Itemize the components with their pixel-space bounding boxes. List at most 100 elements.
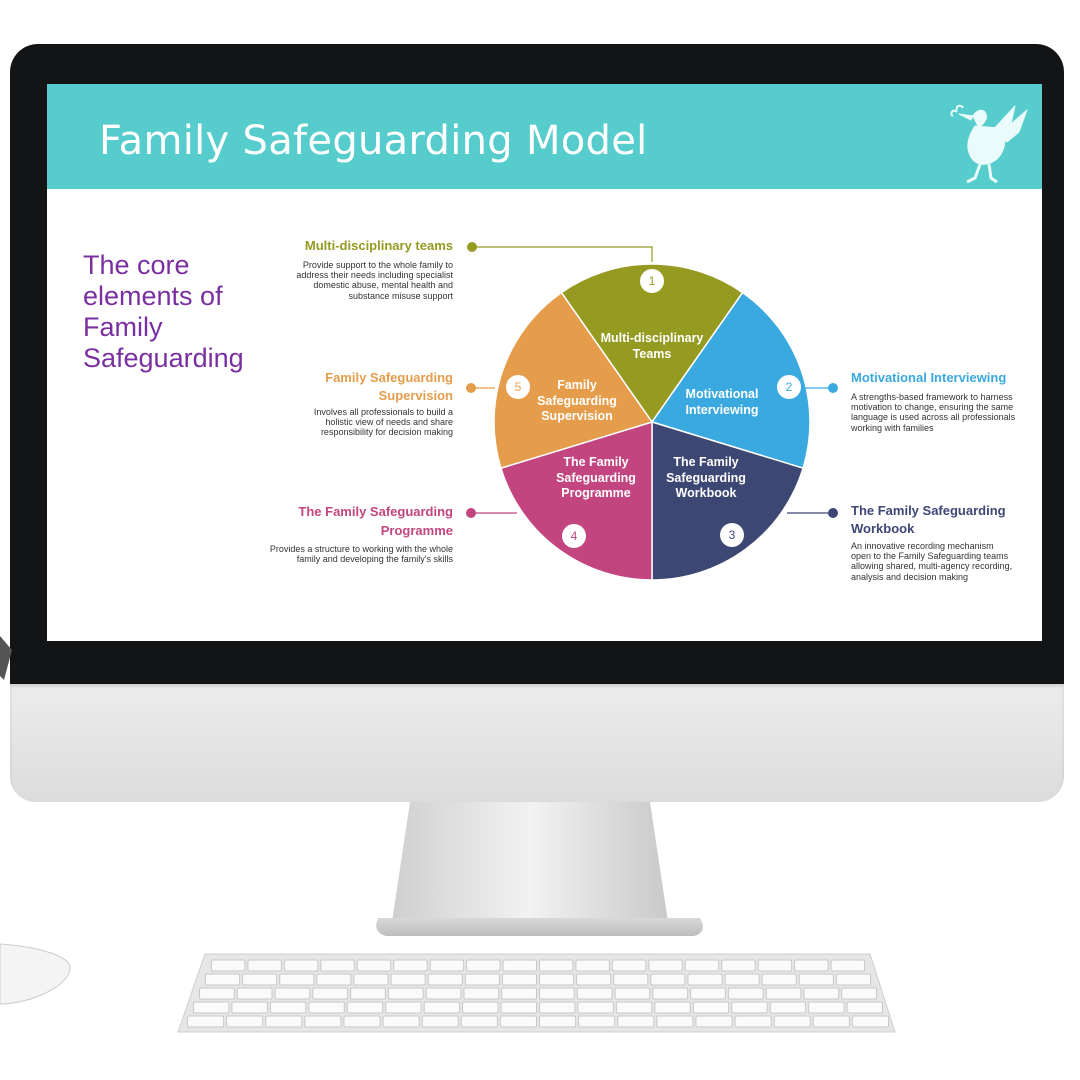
keyboard-key (353, 973, 389, 986)
keyboard-key (385, 1001, 422, 1014)
keyboard-key (193, 1001, 230, 1014)
slice-label-interviewing: Motivational Interviewing (685, 387, 759, 417)
keyboard-key (727, 987, 764, 1000)
keyboard-key (576, 973, 612, 986)
model-diagram (466, 242, 838, 581)
number-badge-5: 5 (506, 375, 530, 399)
keyboard-key (765, 987, 802, 1000)
keyboard-key (684, 959, 720, 972)
keyboard-key (320, 959, 355, 972)
slice-supervision (493, 291, 654, 470)
keyboard-key (187, 1015, 225, 1028)
keyboard-key (692, 1001, 730, 1014)
slice-label-programme: The Family Safeguarding Programme (556, 455, 636, 500)
keyboard-key (308, 1001, 345, 1014)
number-badge-2: 2 (777, 375, 801, 399)
keyboard-key (247, 959, 282, 972)
liver-bird-icon (950, 104, 1028, 184)
keyboard-key (761, 973, 797, 986)
slice-interviewing (650, 291, 811, 470)
connector-dot (828, 508, 838, 518)
connector-dot (828, 383, 838, 393)
keyboard-key (769, 1001, 807, 1014)
heading-motivational-interviewing: Motivational Interviewing (851, 370, 1007, 385)
slice-programme (499, 420, 653, 581)
heading-programme: The Family Safeguarding Programme (298, 504, 453, 538)
subtitle-line: Safeguarding (83, 343, 244, 373)
keyboard-key (613, 973, 649, 986)
keyboard-key (236, 987, 273, 1000)
subtitle-line: The core (83, 250, 190, 280)
keyboard-key (501, 987, 538, 1000)
keyboard-key (265, 1015, 303, 1028)
keyboard-key (794, 959, 829, 972)
keyboard-key (773, 1015, 811, 1028)
slice-label-teams: Multi-disciplinary Teams (600, 331, 704, 361)
keyboard-key (279, 973, 315, 986)
keyboard-key (808, 1001, 845, 1014)
keyboard-key (390, 973, 426, 986)
keyboard-key (462, 1001, 499, 1014)
keyboard-key (211, 959, 246, 972)
keyboard-key (650, 973, 686, 986)
keyboard-key (654, 1001, 691, 1014)
keyboard-key (803, 987, 840, 1000)
keyboard-key (343, 1015, 381, 1028)
number-badge-1: 1 (640, 269, 664, 293)
keyboard-key (615, 1001, 653, 1014)
keyboard-key (425, 987, 462, 1000)
desc-programme: Provides a structure to working with the… (269, 544, 453, 565)
keyboard-key (464, 973, 500, 986)
title-banner: Family Safeguarding Model (47, 84, 1042, 189)
keyboard-key (539, 1015, 577, 1028)
keyboard-key (846, 1001, 883, 1014)
keyboard-key (316, 973, 352, 986)
number-badge-4: 4 (562, 524, 586, 548)
slice-label-workbook: The Family Safeguarding Workbook (666, 455, 746, 500)
heading-multidisciplinary-teams: Multi-disciplinary teams (304, 238, 453, 253)
slice-label-supervision: Family Safeguarding Supervision (537, 378, 617, 423)
keyboard-key (460, 1015, 498, 1028)
connector-dot (467, 242, 477, 252)
keyboard-key (731, 1001, 768, 1014)
keyboard-key (539, 1001, 576, 1014)
heading-supervision: Family Safeguarding Supervision (325, 370, 453, 403)
keyboard-key (346, 1001, 384, 1014)
subtitle-line: Family (83, 312, 163, 342)
keyboard-key (463, 987, 500, 1000)
keyboard-key (231, 1001, 268, 1014)
desc-motivational-interviewing: A strengths-based framework to harness m… (851, 392, 1016, 433)
keyboard-key (387, 987, 424, 1000)
keyboard-key (721, 959, 756, 972)
keyboard-key (269, 1001, 307, 1014)
keyboard-key (304, 1015, 342, 1028)
keyboard-key (393, 959, 428, 972)
keyboard-key (575, 959, 610, 972)
desc-supervision: Involves all professionals to build a ho… (313, 407, 453, 438)
keyboard-key (499, 1015, 537, 1028)
keyboard-key (695, 1015, 733, 1028)
keyboard-key (312, 987, 349, 1000)
keyboard-key (656, 1015, 694, 1028)
keyboard-key (466, 959, 501, 972)
keyboard-key (199, 987, 235, 1000)
keyboard-key (500, 1001, 537, 1014)
keyboard-key (242, 973, 278, 986)
keyboard-key (690, 987, 726, 1000)
slice-workbook (651, 420, 805, 581)
keyboard-key (724, 973, 760, 986)
desc-multidisciplinary-teams: Provide support to the whole family to a… (296, 260, 453, 301)
keyboard-key (226, 1015, 264, 1028)
connector-line (472, 246, 653, 262)
slide-screen: Family Safeguarding Model The core eleme… (47, 84, 1042, 641)
connector-dot (466, 383, 476, 393)
number-badge-3: 3 (720, 523, 744, 547)
keyboard-key (427, 973, 463, 986)
keyboard-key (501, 973, 537, 986)
keyboard-key (205, 973, 241, 986)
slice-teams (560, 263, 744, 424)
keyboard-key (652, 987, 689, 1000)
keyboard-key (835, 973, 872, 986)
monitor-chin (10, 684, 1064, 802)
keyboard-key (648, 959, 683, 972)
